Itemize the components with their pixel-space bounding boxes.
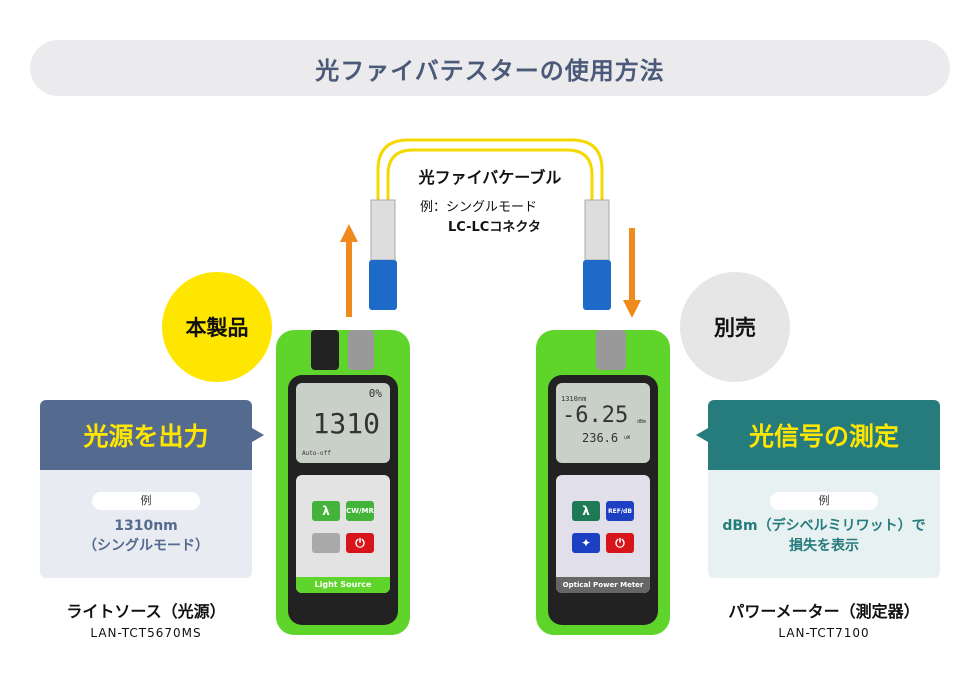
device-label: Optical Power Meter [556,577,650,593]
example-line-1: 1310nm [114,518,178,534]
example-line-1: dBm（デシベルミリワット）で [722,518,926,534]
device-label: Light Source [296,577,390,593]
wavelength-button[interactable]: λ [312,501,340,521]
light-source-model: LAN-TCT5670MS [90,626,202,640]
light-source-device: 0% 1310 Auto-off λ CW/MR ⏻ Light Source [276,330,410,635]
wavelength-button[interactable]: λ [572,501,600,521]
power-button[interactable]: ⏻ [606,533,634,553]
flashlight-button[interactable]: ✦ [572,533,600,553]
this-product-badge: 本製品 [162,272,272,382]
example-line-2: 損失を表示 [789,538,859,554]
light-source-name: ライトソース（光源） [66,602,226,621]
mode-button[interactable]: CW/MR [346,501,374,521]
page-title: 光ファイバテスターの使用方法 [30,40,950,96]
power-meter-model: LAN-TCT7100 [778,626,870,640]
cable-title: 光ファイバケーブル [418,168,562,187]
lcd-wavelength: 1310 [312,407,380,440]
lcd-uw-value: 236.6 [582,431,619,445]
fiber-cable [369,138,611,310]
power-meter-info: 光信号の測定 例 dBm（デシベルミリワット）で 損失を表示 [696,400,940,578]
connector-port [348,330,374,370]
example-tag: 例 [92,492,200,510]
light-source-info: 光源を出力 例 1310nm （シングルモード） [40,400,264,578]
sold-separately-badge: 別売 [680,272,790,382]
power-button[interactable]: ⏻ [346,533,374,553]
cable-example-value: LC-LCコネクタ [448,220,541,235]
power-meter-name: パワーメーター（測定器） [728,602,920,621]
lcd-dbm-unit: dBm [636,419,646,425]
blank-button[interactable] [312,533,340,553]
light-source-heading: 光源を出力 [83,422,209,451]
lcd-uw-unit: uW [624,435,631,441]
connector-port [596,330,626,370]
lcd-screen: 0% 1310 Auto-off [296,383,390,463]
power-meter-device: 1310nm -6.25 dBm 236.6 uW λ REF/dB ✦ ⏻ O… [536,330,670,635]
ref-db-button[interactable]: REF/dB [606,501,634,521]
lcd-wavelength: 1310nm [561,395,587,403]
cable-example-label: 例：シングルモード [420,200,538,215]
lcd-auto-off: Auto-off [302,450,331,457]
lcd-screen: 1310nm -6.25 dBm 236.6 uW [556,383,650,463]
power-meter-heading: 光信号の測定 [748,422,899,451]
lcd-dbm-value: -6.25 [562,403,629,428]
example-tag: 例 [770,492,878,510]
arrow-down-icon [623,228,641,318]
lcd-percent: 0% [368,387,382,400]
example-line-2: （シングルモード） [83,538,209,554]
dust-cap [311,330,339,370]
arrow-up-icon [340,224,358,317]
